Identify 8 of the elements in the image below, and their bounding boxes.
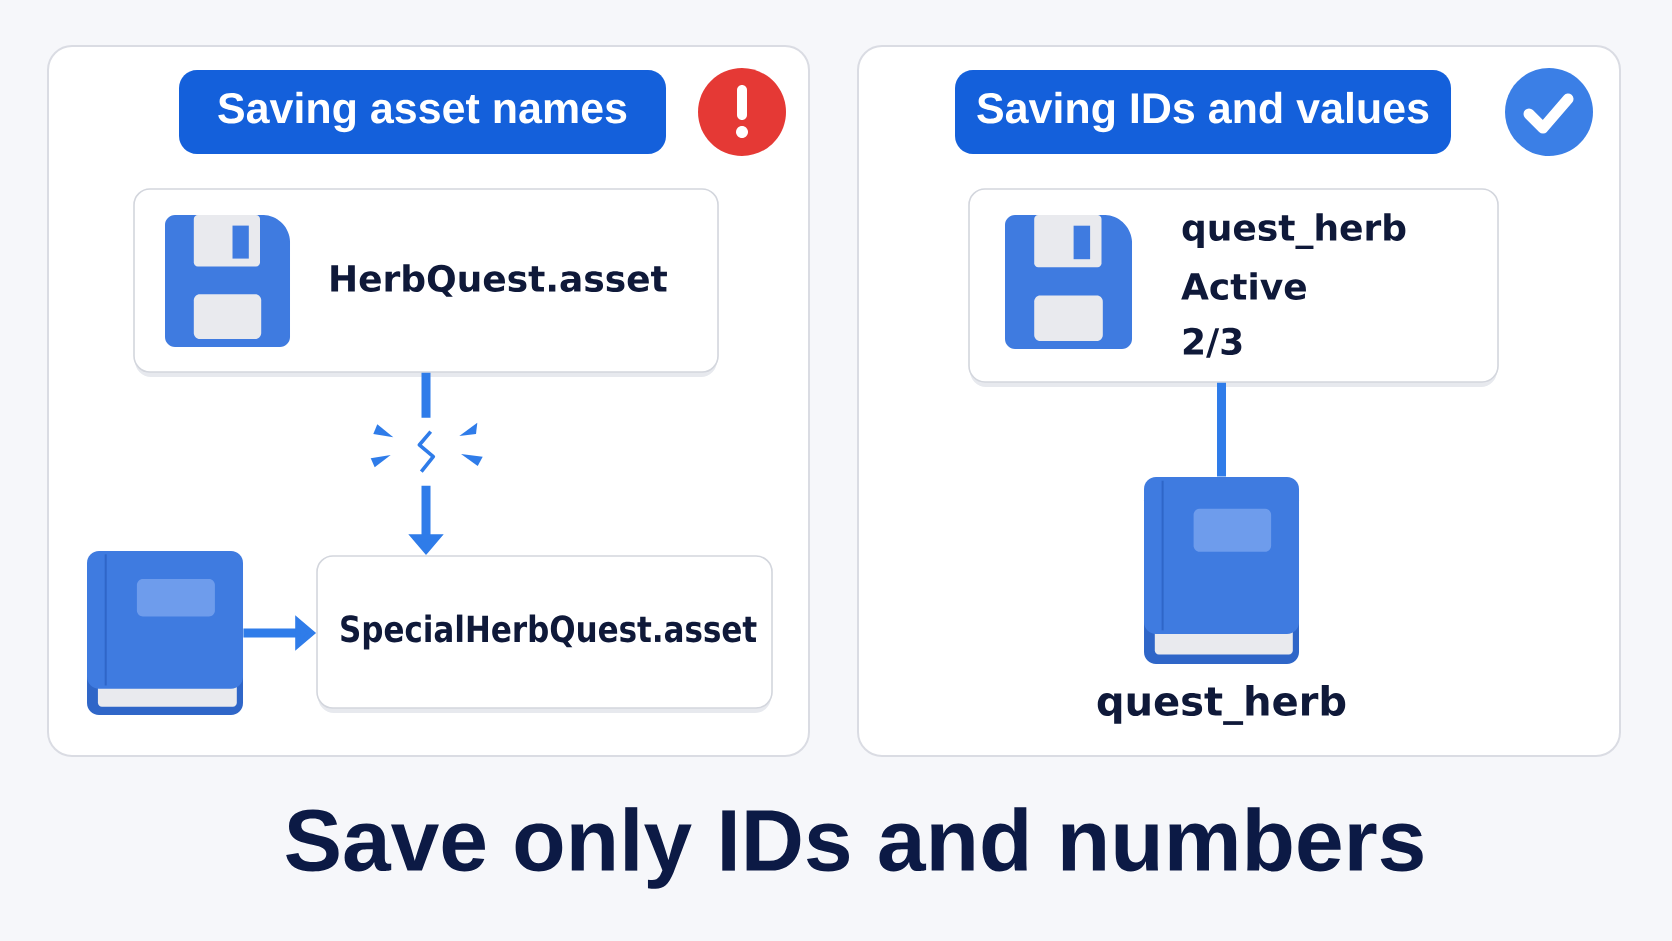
book-icon xyxy=(87,551,243,715)
book-icon xyxy=(1144,477,1299,664)
title: Save only IDs and numbers xyxy=(286,807,1423,889)
text-box: SpecialHerbQuest.asset xyxy=(316,555,773,713)
heading-banner: Saving asset names xyxy=(179,70,666,154)
heading-banner: Saving IDs and values xyxy=(955,70,1451,154)
node-label: quest_herb xyxy=(1097,685,1346,725)
connector-line xyxy=(1217,382,1226,477)
